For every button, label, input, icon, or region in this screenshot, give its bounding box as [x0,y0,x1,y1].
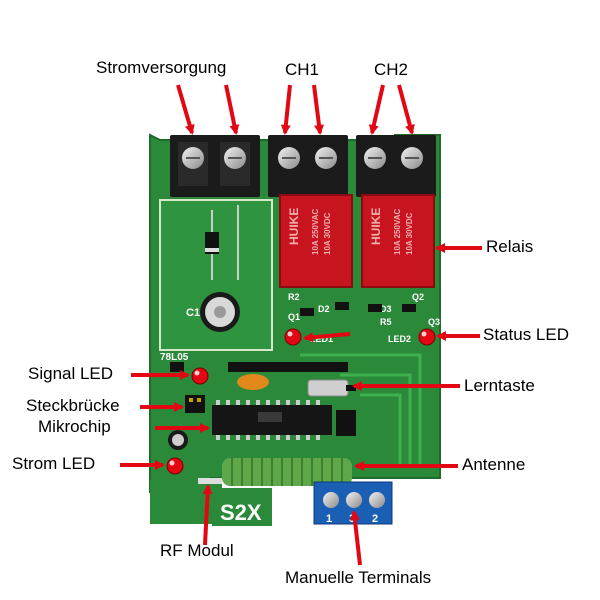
label-rf-module: RF Modul [160,541,234,560]
label-antenna: Antenne [462,455,526,474]
relay-right: HUIKE 10A 250VAC 10A 30VDC [361,194,435,288]
mark-q2: Q2 [412,292,424,302]
manual-terminal-block [313,481,393,525]
board-model: S2X [220,500,262,525]
label-status-led: Status LED [483,325,569,344]
board-output-mark: OUT1OUT [320,118,382,133]
mark-r5: R5 [380,317,392,327]
terminal-num-2: 2 [372,513,378,525]
mark-r2: R2 [288,292,300,302]
board-url: www.carymart.com [209,97,347,114]
mark-d2: D2 [318,304,330,314]
mark-78l05: 78L05 [160,352,189,363]
relay-left-spec-1: 10A 250VAC [311,209,320,255]
label-power-supply: Stromversorgung [96,58,227,77]
status-led-2 [418,328,436,346]
terminal-num-1: 1 [326,513,332,525]
relay-left-brand: HUIKE [287,208,301,245]
label-power-led: Strom LED [12,454,96,473]
ch1-terminal-block [268,135,348,197]
relay-right-brand: HUIKE [369,208,383,245]
mark-d3: D3 [380,304,392,314]
mark-led1: LED1 [310,334,333,344]
mark-c1: C1 [186,307,200,319]
mark-q1: Q1 [288,312,300,322]
label-ch2: CH2 [374,60,409,79]
relay-right-spec-1: 10A 250VAC [393,209,402,255]
relay-left-spec-2: 10A 30VDC [323,212,332,255]
relay-right-spec-2: 10A 30VDC [405,212,414,255]
power-terminal-block [170,135,260,197]
label-jumper: Steckbrücke [26,396,120,415]
mark-led2: LED2 [388,334,411,344]
label-microchip: Mikrochip [38,417,111,436]
label-learn-button: Lerntaste [464,376,535,395]
power-led [166,457,184,475]
annotation-arrows [120,84,482,566]
label-signal-led: Signal LED [28,364,114,383]
learn-button [307,379,349,397]
antenna-coil [222,458,352,486]
status-led-1 [284,328,302,346]
relay-left: HUIKE 10A 250VAC 10A 30VDC [279,194,353,288]
board-terminal-marks: L+ N/- [224,118,260,133]
capacitor-c1 [200,292,240,332]
jumper [185,395,205,413]
ch2-terminal-block [356,135,436,197]
label-ch1: CH1 [285,60,320,79]
label-relay: Relais [486,237,534,256]
signal-led [191,367,209,385]
label-manual-terminals: Manuelle Terminals [285,568,432,587]
mark-q3: Q3 [428,317,440,327]
microchip [212,405,332,435]
